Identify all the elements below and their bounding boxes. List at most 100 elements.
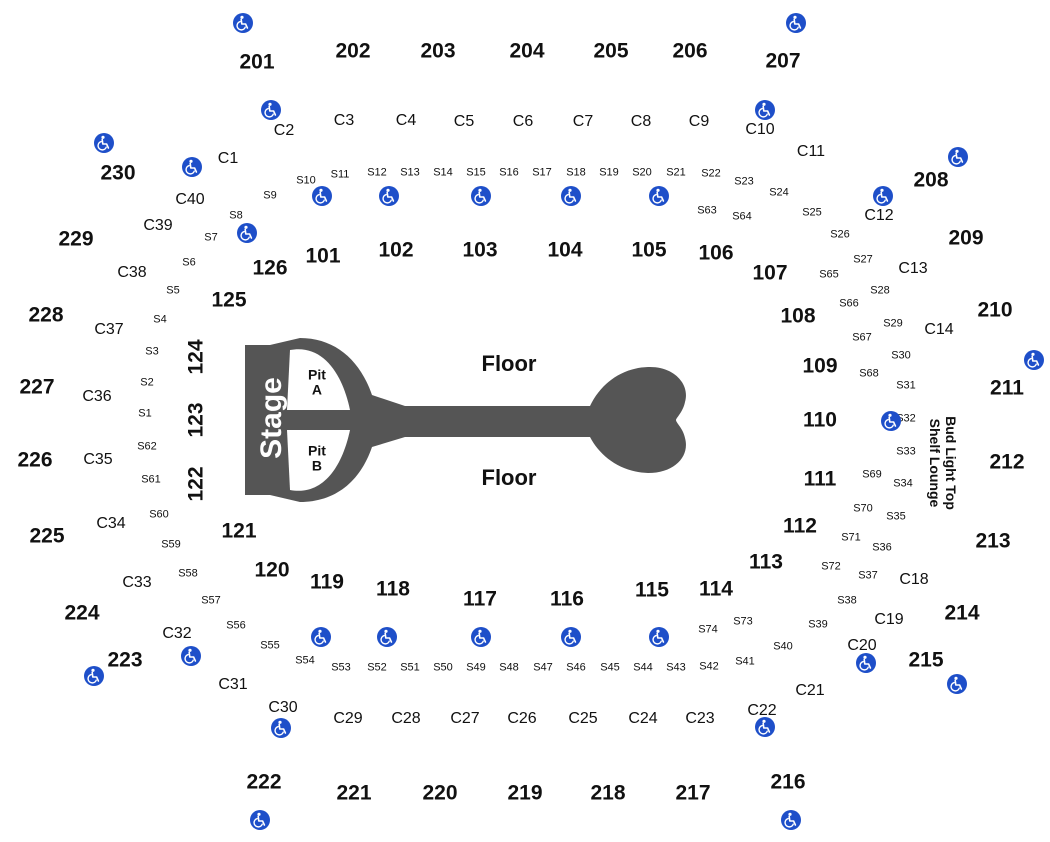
section-c25[interactable]: C25 — [568, 710, 598, 727]
section-c38[interactable]: C38 — [117, 264, 147, 281]
section-s48[interactable]: S48 — [499, 661, 519, 674]
section-s16[interactable]: S16 — [499, 166, 519, 179]
section-s65[interactable]: S65 — [819, 268, 839, 281]
section-c21[interactable]: C21 — [795, 682, 825, 699]
section-s9[interactable]: S9 — [263, 189, 277, 202]
section-c29[interactable]: C29 — [333, 710, 363, 727]
section-116[interactable]: 116 — [550, 587, 584, 611]
section-s57[interactable]: S57 — [201, 594, 221, 607]
section-113[interactable]: 113 — [749, 550, 783, 574]
section-105[interactable]: 105 — [631, 238, 667, 262]
section-s50[interactable]: S50 — [433, 661, 453, 674]
section-s31[interactable]: S31 — [896, 379, 916, 392]
section-202[interactable]: 202 — [335, 39, 371, 63]
section-s10[interactable]: S10 — [296, 174, 316, 187]
section-s54[interactable]: S54 — [295, 654, 315, 667]
section-219[interactable]: 219 — [507, 781, 543, 805]
section-s25[interactable]: S25 — [802, 206, 822, 219]
section-s1[interactable]: S1 — [138, 407, 152, 420]
section-222[interactable]: 222 — [246, 770, 282, 794]
section-s11[interactable]: S11 — [330, 168, 350, 181]
section-s14[interactable]: S14 — [433, 166, 453, 179]
section-c18[interactable]: C18 — [899, 571, 929, 588]
section-s55[interactable]: S55 — [260, 639, 280, 652]
section-204[interactable]: 204 — [509, 39, 545, 63]
section-s24[interactable]: S24 — [769, 186, 789, 199]
section-108[interactable]: 108 — [780, 304, 816, 328]
section-c23[interactable]: C23 — [685, 710, 715, 727]
section-s22[interactable]: S22 — [701, 167, 721, 180]
pit-a-label[interactable]: Pit A — [308, 367, 326, 399]
section-c24[interactable]: C24 — [628, 710, 658, 727]
section-227[interactable]: 227 — [19, 375, 55, 399]
section-s58[interactable]: S58 — [178, 567, 198, 580]
section-225[interactable]: 225 — [29, 524, 65, 548]
section-c12[interactable]: C12 — [864, 207, 894, 224]
section-s41[interactable]: S41 — [735, 655, 755, 668]
section-s47[interactable]: S47 — [533, 661, 553, 674]
section-c7[interactable]: C7 — [572, 113, 594, 130]
section-210[interactable]: 210 — [977, 298, 1013, 322]
section-s15[interactable]: S15 — [466, 166, 486, 179]
floor-label-top[interactable]: Floor — [481, 351, 537, 376]
section-c27[interactable]: C27 — [450, 710, 480, 727]
section-215[interactable]: 215 — [908, 648, 944, 672]
section-118[interactable]: 118 — [376, 577, 410, 601]
section-s42[interactable]: S42 — [699, 660, 719, 673]
section-s33[interactable]: S33 — [896, 445, 916, 458]
section-c39[interactable]: C39 — [143, 217, 173, 234]
section-c10[interactable]: C10 — [745, 121, 775, 138]
section-c33[interactable]: C33 — [122, 574, 152, 591]
section-114[interactable]: 114 — [699, 577, 733, 601]
section-s40[interactable]: S40 — [773, 640, 793, 653]
pit-a-area[interactable] — [287, 349, 350, 410]
section-124[interactable]: 124 — [184, 339, 208, 375]
section-c28[interactable]: C28 — [391, 710, 421, 727]
section-c2[interactable]: C2 — [273, 122, 295, 139]
section-s73[interactable]: S73 — [733, 615, 753, 628]
section-228[interactable]: 228 — [28, 303, 64, 327]
section-229[interactable]: 229 — [58, 227, 94, 251]
section-s21[interactable]: S21 — [666, 166, 686, 179]
section-106[interactable]: 106 — [698, 241, 734, 265]
section-c9[interactable]: C9 — [688, 113, 710, 130]
section-s62[interactable]: S62 — [137, 440, 157, 453]
section-221[interactable]: 221 — [336, 781, 372, 805]
section-121[interactable]: 121 — [221, 519, 257, 543]
section-s26[interactable]: S26 — [830, 228, 850, 241]
section-c34[interactable]: C34 — [96, 515, 126, 532]
section-207[interactable]: 207 — [765, 49, 801, 73]
section-216[interactable]: 216 — [770, 770, 806, 794]
section-c8[interactable]: C8 — [630, 113, 652, 130]
section-212[interactable]: 212 — [989, 450, 1025, 474]
bud-light-lounge-label[interactable]: Bud Light Top Shelf Lounge — [927, 416, 959, 510]
section-223[interactable]: 223 — [107, 648, 143, 672]
section-s64[interactable]: S64 — [732, 210, 752, 223]
section-s30[interactable]: S30 — [891, 349, 911, 362]
section-s63[interactable]: S63 — [697, 204, 717, 217]
pit-b-label[interactable]: Pit B — [308, 443, 326, 475]
section-c36[interactable]: C36 — [82, 388, 112, 405]
section-110[interactable]: 110 — [803, 408, 837, 432]
section-226[interactable]: 226 — [17, 448, 53, 472]
section-s52[interactable]: S52 — [367, 661, 387, 674]
section-s27[interactable]: S27 — [853, 253, 873, 266]
section-s3[interactable]: S3 — [145, 345, 159, 358]
section-s44[interactable]: S44 — [633, 661, 653, 674]
section-c6[interactable]: C6 — [512, 113, 534, 130]
section-120[interactable]: 120 — [254, 558, 290, 582]
section-112[interactable]: 112 — [783, 514, 817, 538]
section-s18[interactable]: S18 — [566, 166, 586, 179]
section-s43[interactable]: S43 — [666, 661, 686, 674]
section-c14[interactable]: C14 — [924, 321, 954, 338]
section-s61[interactable]: S61 — [141, 473, 161, 486]
section-s39[interactable]: S39 — [808, 618, 828, 631]
section-s32[interactable]: S32 — [896, 412, 916, 425]
section-s51[interactable]: S51 — [400, 661, 420, 674]
section-c13[interactable]: C13 — [898, 260, 928, 277]
section-s23[interactable]: S23 — [734, 175, 754, 188]
section-s4[interactable]: S4 — [153, 313, 167, 326]
section-119[interactable]: 119 — [310, 570, 344, 594]
section-c37[interactable]: C37 — [94, 321, 124, 338]
section-c35[interactable]: C35 — [83, 451, 113, 468]
